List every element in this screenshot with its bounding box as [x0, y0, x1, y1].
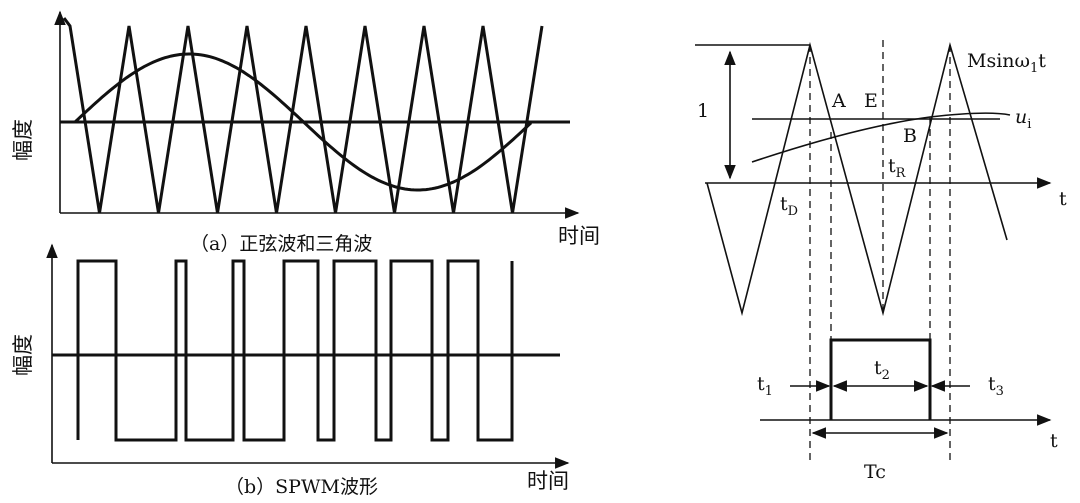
label-t3: t3	[988, 373, 1004, 399]
label-ui: ui	[1015, 106, 1031, 132]
label-t2: t2	[874, 357, 890, 383]
label-one: 1	[697, 100, 709, 122]
label-tR: tR	[888, 155, 907, 181]
panel-a-triangle-carrier	[62, 17, 544, 214]
triangle-carrier	[706, 41, 1008, 317]
panel-b-caption: （b）SPWM波形	[225, 476, 378, 498]
label-A: A	[831, 90, 846, 112]
panel-b-xlabel: 时间	[527, 469, 569, 493]
panel-a-sine-modulating-wave	[73, 52, 533, 192]
label-E: E	[864, 90, 878, 112]
label-t-axis-bottom: t	[1050, 430, 1058, 452]
panel-a-xlabel: 时间	[558, 224, 600, 248]
sine-modulating-curve	[751, 112, 1011, 163]
output-pulse	[829, 338, 932, 420]
natural-sampling-diagram: 1 Msinω1t ui A E B tD tR t t t1 t2 t3 Tc	[695, 40, 1067, 483]
label-msin: Msinω1t	[967, 50, 1046, 76]
label-tc: Tc	[864, 461, 886, 483]
label-t1: t1	[757, 373, 773, 399]
label-B: B	[903, 125, 917, 147]
panel-b-spwm-waveform	[76, 259, 514, 442]
panel-a: 幅度 时间 （a）正弦波和三角波	[11, 10, 600, 255]
panel-b-ylabel: 幅度	[11, 334, 35, 376]
panel-b: 幅度 时间 （b）SPWM波形	[11, 243, 570, 498]
label-tD: tD	[780, 193, 798, 219]
panel-a-caption: （a）正弦波和三角波	[190, 233, 372, 255]
label-t-axis-top: t	[1059, 188, 1067, 210]
panel-a-ylabel: 幅度	[11, 119, 35, 161]
